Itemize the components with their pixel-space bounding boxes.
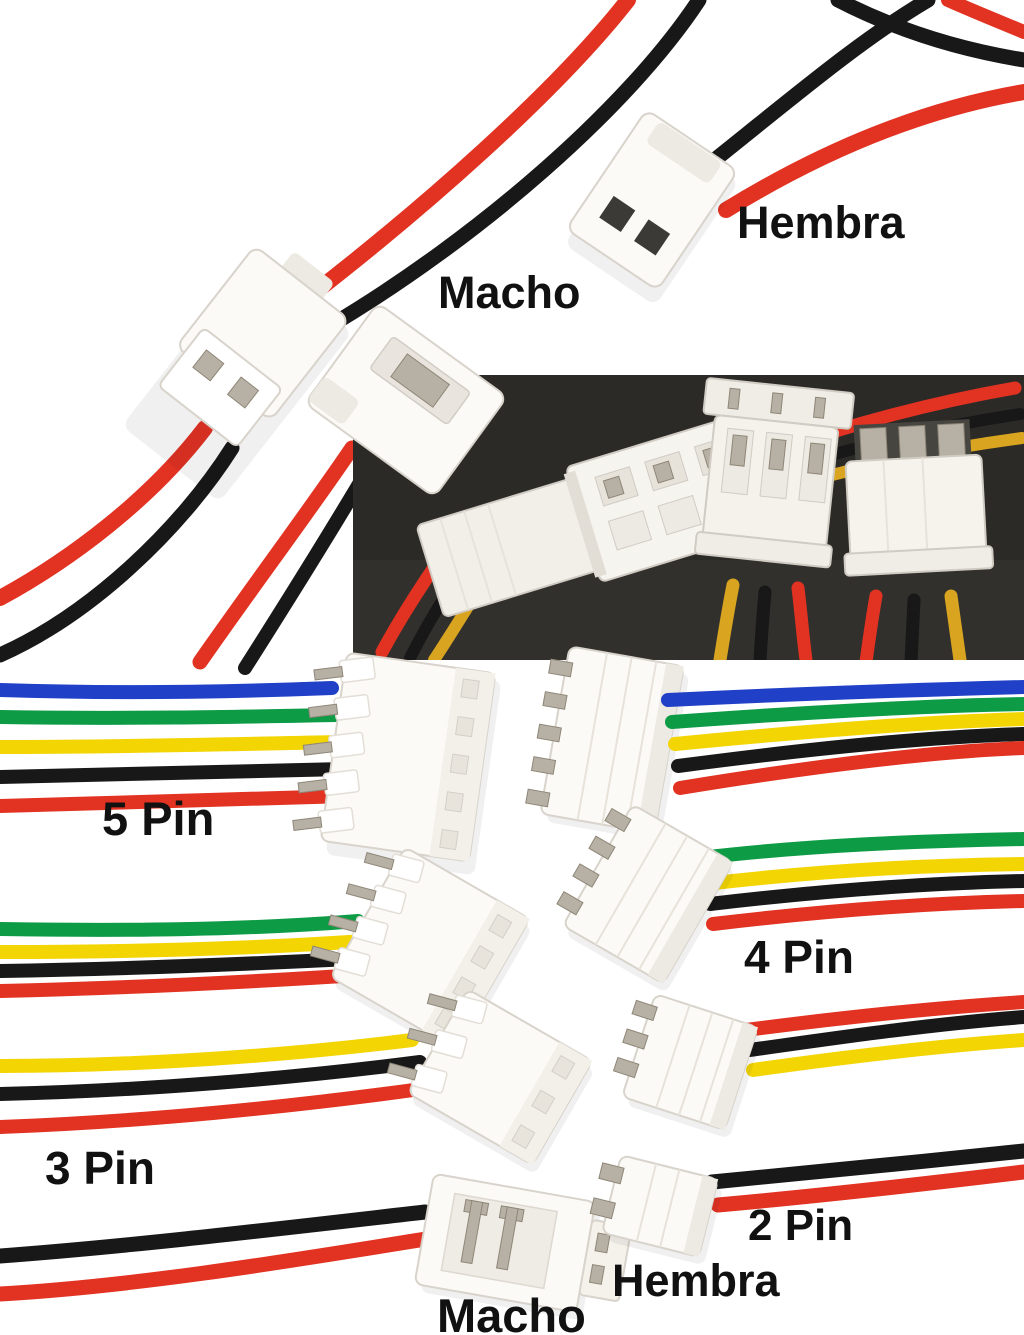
label-bottom-macho: Macho	[437, 1289, 586, 1335]
wire-red-back-connector	[192, 440, 360, 670]
wire-red-3pin-left	[0, 1081, 435, 1134]
male-3pin-connector	[386, 990, 593, 1172]
wire-red-2pin-right	[710, 1164, 1024, 1213]
wire-black-3pin-right	[743, 1010, 1024, 1057]
male-2pin-connector-top	[125, 248, 349, 499]
wire-red-4pin-right	[706, 894, 1024, 931]
wire-yellow-4pin-right	[699, 857, 1024, 891]
wire-green-5pin-left	[0, 708, 343, 725]
wire-green-5pin-right	[665, 697, 1024, 729]
male-2pin-connector-back	[307, 305, 505, 495]
wire-black-4pin-left	[0, 951, 377, 978]
wire-blue-5pin-right	[661, 680, 1024, 707]
inset-wire-black	[904, 593, 921, 660]
inset-wire-yellow	[713, 578, 740, 660]
label-top-macho: Macho	[438, 267, 581, 318]
wire-blue-5pin-left	[0, 681, 339, 700]
wire-yellow-5pin-right	[668, 712, 1024, 751]
inset-photo	[353, 375, 1024, 660]
wire-black-5pin-left	[0, 762, 351, 784]
pin-contact	[192, 349, 225, 382]
wire-red-2pin-left	[0, 1230, 440, 1302]
label-2pin: 2 Pin	[748, 1201, 854, 1250]
wire-black-2pin-right	[704, 1143, 1024, 1190]
inset-wire-yellow	[944, 589, 967, 660]
socket-hole	[634, 219, 671, 256]
pin-contact	[226, 376, 260, 409]
male-5pin-connector	[292, 652, 501, 875]
wire-yellow-5pin-left	[0, 735, 347, 754]
inset-wire-red	[859, 589, 883, 660]
inset-female-3pin-connector	[843, 419, 995, 577]
wire-black-top-male	[322, 0, 707, 334]
wire-black-5pin-right	[671, 727, 1024, 773]
inset-male-3pin-connector	[694, 377, 855, 569]
female-3pin-connector	[612, 995, 761, 1137]
wire-black-top-male-tail	[0, 440, 240, 663]
label-top-hembra: Hembra	[737, 197, 905, 248]
label-3pin: 3 Pin	[45, 1142, 155, 1194]
wire-red-5pin-right	[673, 741, 1024, 795]
label-4pin: 4 Pin	[744, 931, 854, 983]
wire-red-4pin-left	[0, 967, 381, 998]
connector-latch	[277, 253, 333, 305]
wire-yellow-3pin-left	[0, 1033, 419, 1073]
wire-red-5pin-left	[0, 789, 355, 813]
wire-green-4pin-left	[0, 914, 365, 937]
wire-red-top-female	[718, 84, 1024, 218]
wire-black-corner	[830, 0, 1024, 68]
wire-yellow-3pin-right	[746, 1033, 1024, 1077]
inset-wire-black	[753, 585, 772, 660]
wire-black-4pin-right	[703, 874, 1024, 911]
wire-black-2pin-left	[0, 1204, 433, 1264]
socket-hole	[599, 195, 636, 233]
label-5pin: 5 Pin	[102, 792, 215, 845]
wire-green-4pin-right	[693, 832, 1024, 865]
female-2pin-connector-top	[567, 112, 736, 303]
female-5pin-connector	[525, 646, 689, 841]
label-bottom-hembra: Hembra	[612, 1255, 780, 1306]
wire-yellow-4pin-left	[0, 934, 371, 959]
wire-red-corner	[941, 0, 1024, 39]
wire-red-3pin-right	[739, 995, 1024, 1037]
wire-black-3pin-left	[0, 1055, 427, 1101]
male-2pin-connector-bottom	[414, 1173, 633, 1320]
female-4pin-connector	[556, 806, 734, 991]
female-2pin-connector-bottom	[589, 1155, 722, 1264]
connector-shroud	[159, 328, 282, 446]
wire-red-top-male-tail	[0, 420, 213, 606]
wire-red-top-male	[297, 0, 636, 308]
inset-wire-red	[791, 581, 813, 660]
wire-black-top-female	[704, 0, 936, 170]
